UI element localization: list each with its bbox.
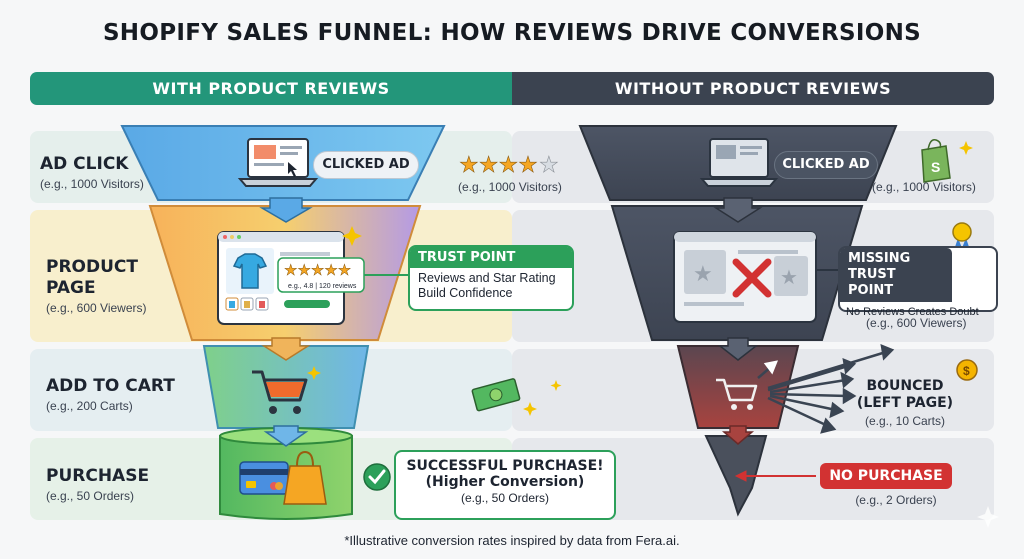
product-card [217, 231, 365, 325]
svg-text:★: ★ [780, 267, 798, 289]
check-icon [363, 463, 391, 491]
success-sub: (Higher Conversion) [425, 474, 585, 490]
rating-text: e.g., 4.8 | 120 reviews [288, 283, 357, 290]
no-purchase-arrow [734, 470, 816, 482]
orders-count-right: (e.g., 2 Orders) [855, 493, 937, 507]
stage-count: (e.g., 600 Viewers) [46, 301, 147, 315]
clicked-ad-tag: CLICKED AD [313, 151, 419, 179]
credit-card-icon [239, 461, 289, 495]
star-rating-icon-ad: ★★★★ ★ [459, 152, 559, 178]
no-purchase-badge: NO PURCHASE [820, 463, 952, 489]
footnote: *Illustrative conversion rates inspired … [344, 533, 680, 548]
stage-count: (e.g., 1000 Visitors) [40, 177, 144, 191]
svg-text:★: ★ [539, 152, 559, 177]
bounced-label: BOUNCED (LEFT PAGE) (e.g., 10 Carts) [850, 378, 960, 428]
shopify-bag-icon: S [921, 138, 951, 183]
funnel-right-purchase [704, 435, 768, 517]
laptop-icon-right [699, 138, 779, 187]
header-without-reviews: WITHOUT PRODUCT REVIEWS [512, 72, 994, 105]
stage-count: (e.g., 50 Orders) [46, 489, 135, 503]
missing-trust-title: MISSING TRUST POINT [840, 248, 952, 302]
visitors-count-right: (e.g., 1000 Visitors) [872, 180, 976, 194]
svg-text:★: ★ [693, 261, 713, 286]
visitors-count: (e.g., 1000 Visitors) [458, 180, 562, 194]
bounced-title: BOUNCED (LEFT PAGE) [856, 378, 954, 411]
shopping-bag-icon [283, 450, 327, 505]
clicked-ad-tag-right: CLICKED AD [774, 151, 878, 179]
missing-trust-box: MISSING TRUST POINT No Reviews Creates D… [838, 246, 998, 318]
stage-purchase: PURCHASE (e.g., 50 Orders) [46, 466, 186, 503]
stage-add-to-cart: ADD TO CART (e.g., 200 Carts) [46, 376, 186, 413]
cart-icon [252, 370, 308, 414]
trust-point-box: TRUST POINT Reviews and Star Rating Buil… [408, 245, 574, 311]
x-mark-icon [732, 258, 772, 298]
laptop-icon [237, 138, 319, 187]
trust-point-title: TRUST POINT [410, 247, 572, 268]
success-title: SUCCESSFUL PURCHASE! [406, 458, 604, 474]
sparkle-icon [307, 141, 973, 416]
coin-icon: $ [956, 359, 978, 381]
svg-text:S: S [931, 159, 940, 175]
stage-label: ADD TO CART [46, 376, 175, 396]
trust-point-body: Reviews and Star Rating Build Confidence [418, 271, 556, 300]
svg-text:$: $ [963, 364, 970, 378]
shirt-icon [232, 253, 268, 289]
stage-count: (e.g., 200 Carts) [46, 399, 133, 413]
success-note: (e.g., 50 Orders) [460, 491, 550, 505]
header-with-reviews: WITH PRODUCT REVIEWS [30, 72, 512, 105]
success-box: SUCCESSFUL PURCHASE! (Higher Conversion)… [394, 450, 616, 520]
missing-trust-body: No Reviews Creates Doubt [846, 306, 979, 318]
stage-label: PURCHASE [46, 466, 150, 486]
svg-text:★★★★★: ★★★★★ [284, 262, 351, 279]
money-icon [471, 378, 521, 412]
empty-product-card: ★ ★ [673, 231, 817, 323]
bounced-sub: (e.g., 10 Carts) [864, 414, 946, 428]
stage-label: PRODUCT PAGE [46, 257, 138, 298]
svg-text:★★★★: ★★★★ [459, 152, 538, 177]
stage-product-page: PRODUCT PAGE (e.g., 600 Viewers) [46, 257, 156, 315]
cart-icon-right [716, 378, 758, 410]
viewers-count-right: (e.g., 600 Viewers) [866, 316, 967, 330]
stage-label: AD CLICK [40, 154, 129, 174]
star-rating-icon: ★★★★★ [284, 262, 352, 280]
bounce-arrows-icon [757, 344, 895, 434]
page-title: SHOPIFY SALES FUNNEL: HOW REVIEWS DRIVE … [102, 20, 922, 46]
stage-ad-click: AD CLICK (e.g., 1000 Visitors) [40, 154, 160, 191]
